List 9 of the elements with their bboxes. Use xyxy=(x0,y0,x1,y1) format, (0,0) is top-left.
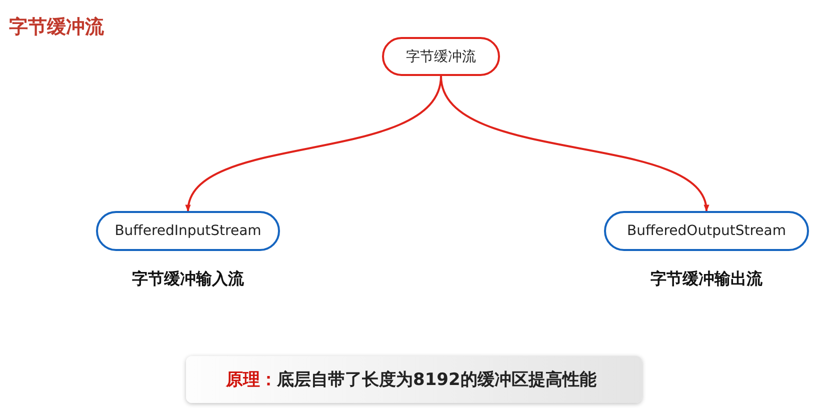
class-box: BufferedOutputStream xyxy=(604,211,809,251)
class-box: BufferedInputStream xyxy=(96,211,280,251)
arrow xyxy=(440,76,708,212)
node-caption: 字节缓冲输入流 xyxy=(131,269,245,290)
root-box: 字节缓冲流 xyxy=(382,37,500,76)
node-caption: 字节缓冲输出流 xyxy=(650,269,764,290)
title: 字节缓冲流 xyxy=(9,15,104,40)
principle-text: 底层自带了长度为8192的缓冲区提高性能 xyxy=(277,369,596,391)
label-heading: 原理： xyxy=(226,369,277,391)
